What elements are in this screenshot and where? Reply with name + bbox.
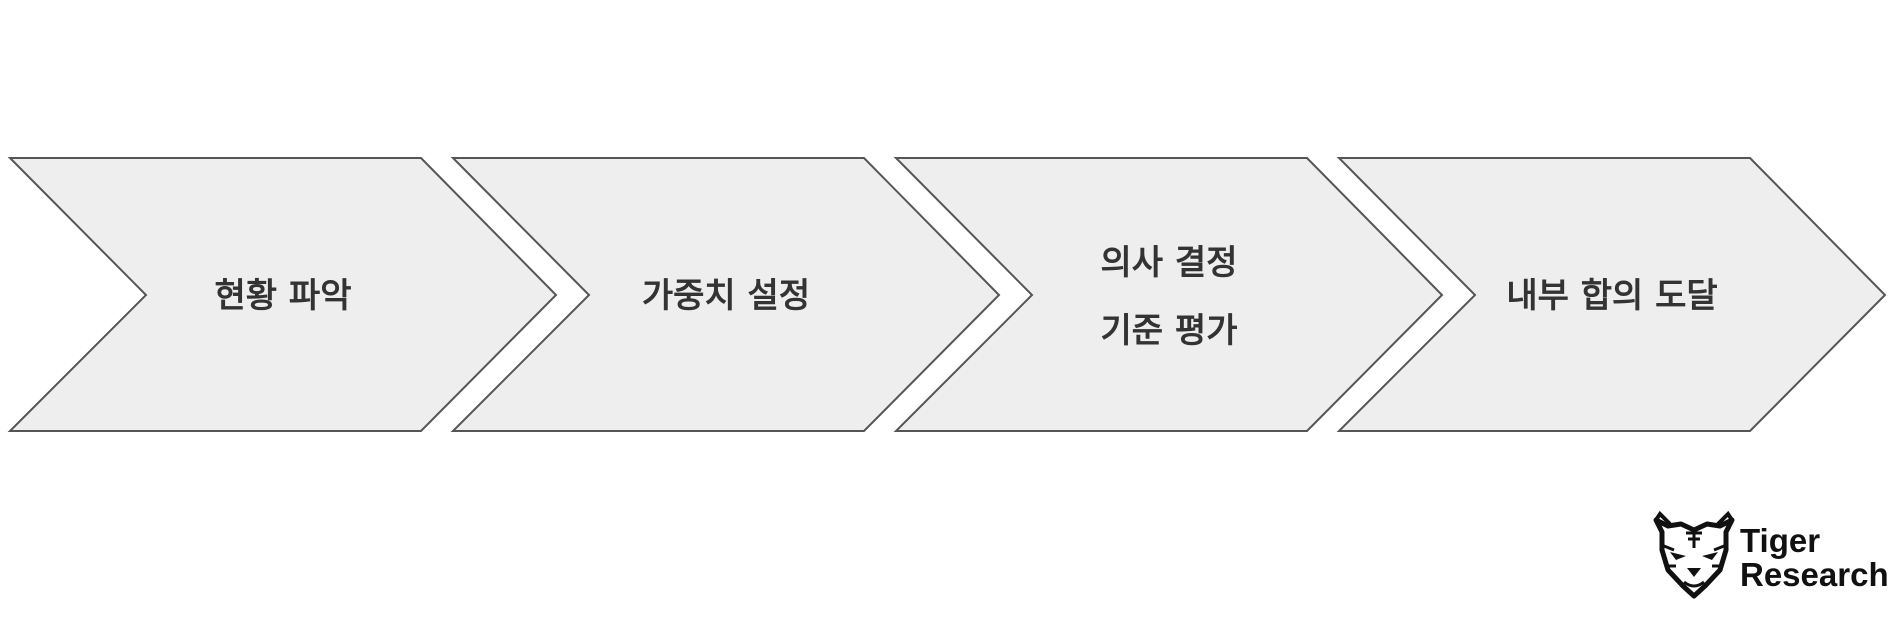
process-step-1: 현황 파악 xyxy=(7,157,558,432)
logo-text-line-1: Tiger xyxy=(1740,522,1820,559)
brand-logo: Tiger Research xyxy=(1653,510,1889,599)
logo-text-line-2: Research xyxy=(1740,556,1889,593)
step-label-line-2: 기준 평가 xyxy=(1101,311,1238,351)
step-label: 가중치 설정 xyxy=(642,276,810,316)
step-label: 현황 파악 xyxy=(215,276,352,316)
tiger-head-icon xyxy=(1653,510,1735,599)
process-step-3: 의사 결정 기준 평가 xyxy=(893,157,1444,432)
chevron-shape xyxy=(7,157,558,432)
chevron-shape xyxy=(450,157,1001,432)
chevron-shape xyxy=(893,157,1444,432)
chevron-shape xyxy=(1336,157,1887,432)
step-label-line-1: 의사 결정 xyxy=(1101,243,1238,283)
process-step-2: 가중치 설정 xyxy=(450,157,1001,432)
process-step-4: 내부 합의 도달 xyxy=(1336,157,1887,432)
step-label: 내부 합의 도달 xyxy=(1506,276,1717,316)
